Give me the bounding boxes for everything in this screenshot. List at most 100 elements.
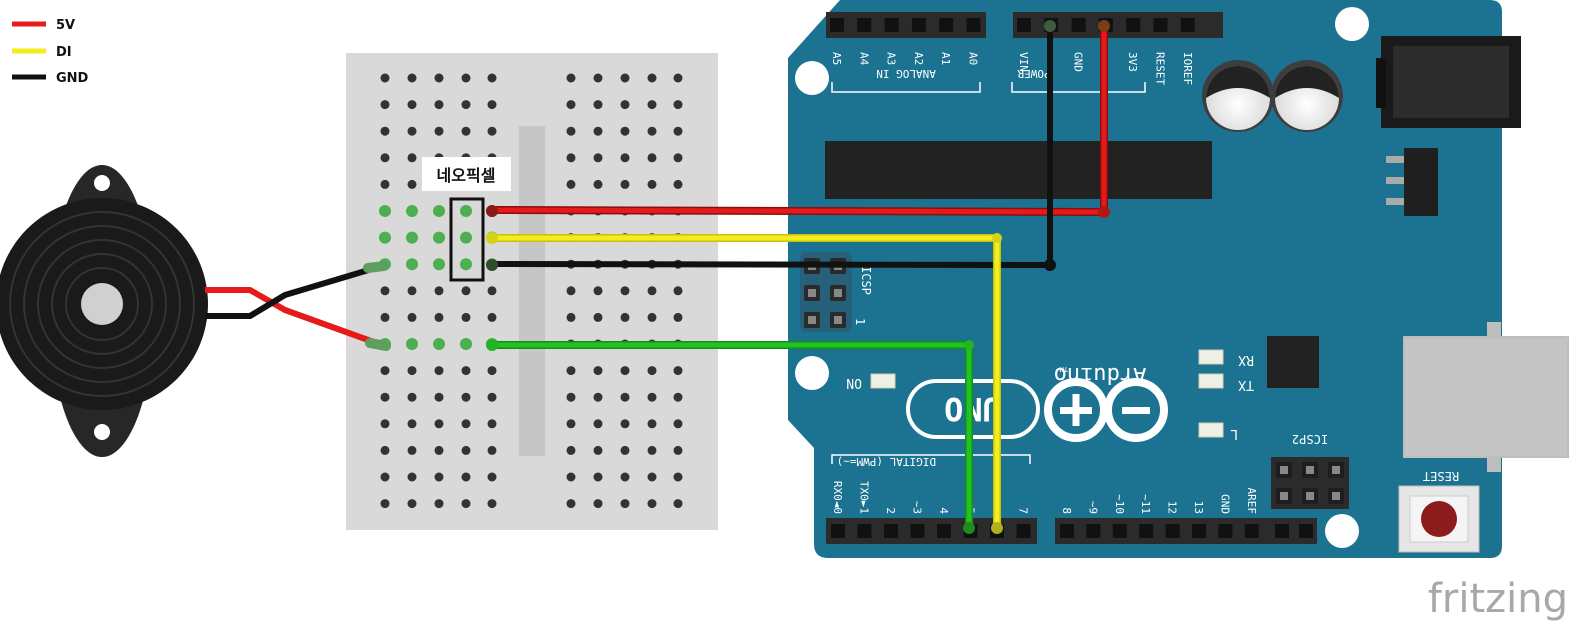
- breadboard-hole: [380, 445, 390, 455]
- breadboard-hole: [566, 153, 576, 163]
- digital-pin-label: AREF: [1245, 488, 1258, 515]
- wire-end: [991, 522, 1003, 534]
- icsp-pin-tip: [834, 289, 842, 297]
- digital-pin-label: RX0◄0: [831, 481, 844, 514]
- breadboard-hole: [593, 312, 603, 322]
- icsp2-pin-tip: [1280, 492, 1288, 500]
- breadboard-hole: [461, 472, 471, 482]
- power-pin-label: 3V3: [1126, 52, 1139, 72]
- breadboard-hole: [434, 312, 444, 322]
- infinity-logo: [1044, 378, 1168, 442]
- analog-bracket: [831, 82, 981, 93]
- breadboard-hole: [593, 366, 603, 376]
- rx-led-label: RX: [1238, 352, 1254, 367]
- icsp-pin-tip: [834, 316, 842, 324]
- breadboard-hole: [673, 126, 683, 136]
- breadboard-hole: [620, 445, 630, 455]
- breadboard-hole: [461, 126, 471, 136]
- wire-end: [992, 233, 1002, 243]
- breadboard-hole: [434, 73, 444, 83]
- usb-serial-chip: [1267, 336, 1319, 388]
- mounting-hole: [795, 61, 829, 95]
- breadboard-hole: [487, 392, 497, 402]
- breadboard-hole: [380, 392, 390, 402]
- breadboard-hole: [566, 286, 576, 296]
- analog-pin-holes: [830, 18, 981, 32]
- breadboard-hole: [461, 419, 471, 429]
- breadboard-hole: [434, 419, 444, 429]
- breadboard-hole: [461, 100, 471, 110]
- power-pin-hole: [1071, 18, 1086, 32]
- reset-button-cap[interactable]: [1421, 501, 1457, 537]
- breadboard-hole: [673, 419, 683, 429]
- breadboard-hole: [566, 100, 576, 110]
- breadboard-hole: [406, 205, 418, 217]
- digital-pin-label: ~3: [911, 501, 924, 514]
- breadboard-hole: [673, 100, 683, 110]
- digital-pin-label: 2: [884, 507, 897, 514]
- digital-pin-hole: [884, 524, 898, 538]
- breadboard-hole: [673, 153, 683, 163]
- breadboard-hole: [380, 499, 390, 509]
- analog-pin-hole: [857, 18, 872, 32]
- wire-end: [964, 340, 974, 350]
- reset-button[interactable]: [1398, 485, 1480, 553]
- breadboard-hole: [461, 499, 471, 509]
- icsp-number: 1: [853, 318, 867, 325]
- power-pin-label: RESET: [1154, 52, 1167, 85]
- digital-pin-hole: [1165, 524, 1180, 538]
- breadboard-hole: [593, 126, 603, 136]
- breadboard: 네오픽셀: [346, 53, 718, 530]
- analog-header: [826, 12, 986, 38]
- breadboard-hole: [566, 73, 576, 83]
- power-pin-hole: [1153, 18, 1168, 32]
- breadboard-hole: [434, 366, 444, 376]
- reset-label: RESET: [1423, 469, 1459, 483]
- usb-connector: [1403, 322, 1569, 472]
- breadboard-hole: [407, 126, 417, 136]
- breadboard-hole: [434, 445, 444, 455]
- legend: 5V DI GND: [12, 18, 89, 86]
- breadboard-hole: [433, 338, 445, 350]
- breadboard-hole: [566, 126, 576, 136]
- digital-bracket: [831, 454, 1031, 464]
- breadboard-hole: [620, 499, 630, 509]
- breadboard-hole: [566, 366, 576, 376]
- breadboard-hole: [487, 419, 497, 429]
- breadboard-hole: [380, 126, 390, 136]
- wire-end: [1098, 20, 1110, 32]
- l-led: [1198, 422, 1224, 438]
- breadboard-hole: [593, 445, 603, 455]
- icsp2-pin-tip: [1306, 492, 1314, 500]
- capacitor: [1271, 60, 1343, 132]
- breadboard-hole: [407, 499, 417, 509]
- breadboard-hole: [647, 312, 657, 322]
- wire-end: [486, 232, 498, 244]
- power-header-title: POWER: [1017, 67, 1050, 80]
- breadboard-hole: [593, 100, 603, 110]
- breadboard-hole: [406, 231, 418, 244]
- power-jack: [1376, 36, 1521, 128]
- digital-pin-label: 12: [1166, 501, 1179, 514]
- breadboard-hole: [434, 286, 444, 296]
- digital-pin-hole: [1016, 524, 1031, 538]
- breadboard-hole: [620, 472, 630, 482]
- analog-pin-label: A5: [830, 52, 843, 65]
- digital-pin-hole: [1139, 524, 1154, 538]
- digital-pin-hole: [1275, 524, 1289, 538]
- breadboard-hole: [620, 73, 630, 83]
- breadboard-hole: [433, 258, 445, 271]
- analog-pin-label: A0: [967, 52, 980, 65]
- breadboard-hole: [380, 73, 390, 83]
- neopixel-label-box: [422, 157, 511, 191]
- breadboard-hole: [380, 312, 390, 322]
- voltage-regulator: [1386, 148, 1438, 216]
- icsp-label: ICSP: [859, 266, 873, 295]
- breadboard-hole: [487, 445, 497, 455]
- digital-pin-hole: [831, 524, 845, 538]
- icsp-pin-tip: [808, 289, 816, 297]
- breadboard-hole: [566, 472, 576, 482]
- breadboard-hole: [433, 231, 445, 244]
